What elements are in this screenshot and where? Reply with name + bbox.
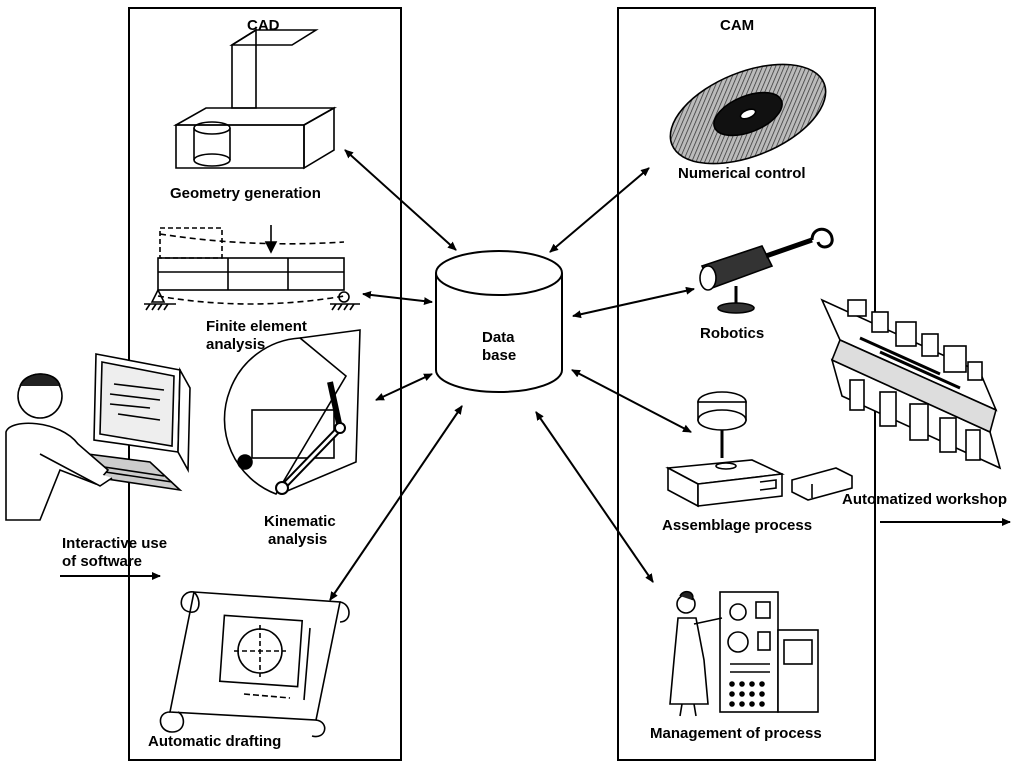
kinematic-label-line2: analysis: [268, 531, 327, 548]
kinematic-mechanism-icon: [223, 329, 361, 495]
robot-arm-icon: [699, 227, 834, 314]
fea-label-line1: Finite element: [206, 318, 307, 335]
arrow-robotics: [572, 286, 695, 319]
interactive-use-label-line2: of software: [62, 553, 142, 570]
arrow-geometry: [344, 149, 457, 251]
finite-element-beam-icon: [144, 225, 360, 311]
arrow-drafting: [329, 405, 463, 601]
geometry-wireframe-icon: [172, 28, 338, 170]
arrow-fea: [362, 290, 433, 306]
connection-arrows: [60, 149, 1011, 601]
cam-title: CAM: [720, 17, 754, 34]
automatized-workshop-label: Automatized workshop: [842, 491, 1007, 508]
geometry-generation-label: Geometry generation: [170, 185, 321, 202]
arrow-kinematic: [375, 373, 433, 401]
database-label-line2: base: [482, 347, 516, 364]
numerical-control-label: Numerical control: [678, 165, 806, 182]
arrow-management: [535, 411, 654, 583]
drafting-scroll-icon: [159, 591, 350, 738]
arrow-nc: [549, 167, 650, 253]
automatized-workshop-icon: [820, 298, 1002, 470]
management-of-process-label: Management of process: [650, 725, 822, 742]
database-cylinder-icon: [435, 250, 563, 393]
person-at-computer-icon: [5, 353, 191, 521]
assemblage-machine-icon: [665, 391, 853, 508]
fea-label-line2: analysis: [206, 336, 265, 353]
numerical-control-disk-icon: [669, 63, 827, 165]
robotics-label: Robotics: [700, 325, 764, 342]
arrow-assemblage: [571, 369, 692, 433]
cad-title: CAD: [247, 17, 280, 34]
interactive-use-label-line1: Interactive use: [62, 535, 167, 552]
process-management-operator-icon: [669, 590, 819, 717]
kinematic-label-line1: Kinematic: [264, 513, 336, 530]
database-label-line1: Data: [482, 329, 515, 346]
assemblage-process-label: Assemblage process: [662, 517, 812, 534]
automatic-drafting-label: Automatic drafting: [148, 733, 281, 750]
